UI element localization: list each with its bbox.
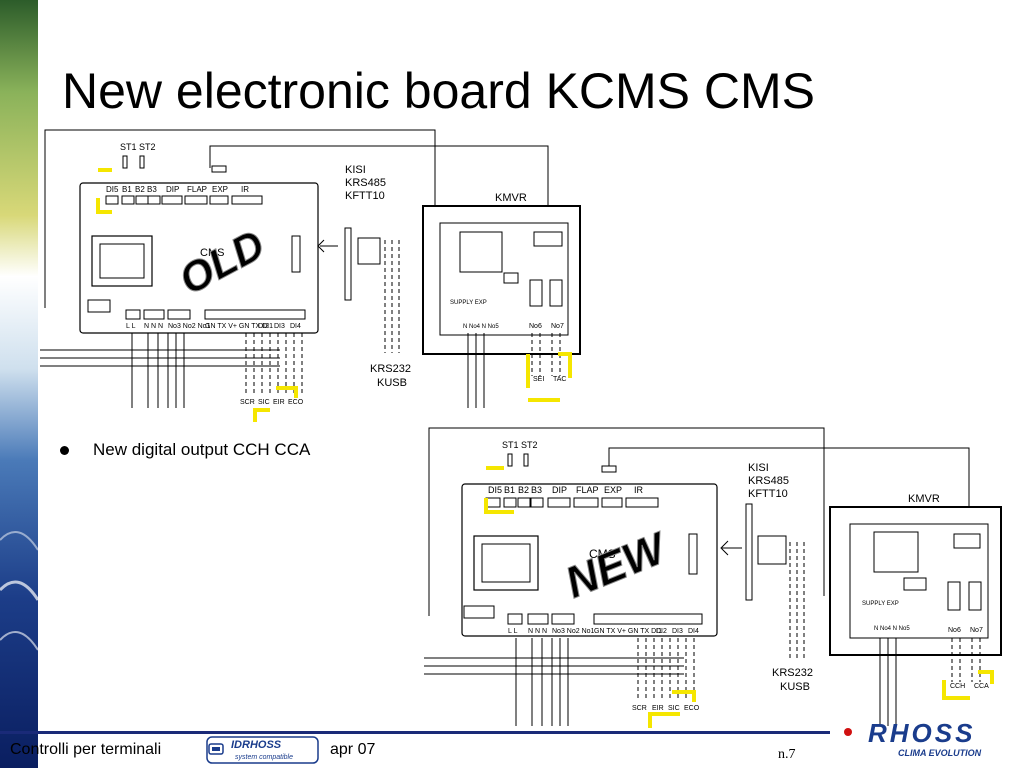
label-kftt10: KFTT10 [748, 488, 788, 500]
bullet-text: New digital output CCH CCA [93, 440, 311, 459]
kmvr-no7: No7 [551, 323, 564, 330]
kmvr-label: KMVR [495, 192, 527, 204]
conn-ir: IR [634, 485, 644, 495]
kmvr-no6: No6 [529, 323, 542, 330]
term-n: N N N [528, 628, 547, 635]
conn-di5: DI5 [488, 485, 502, 495]
input-eco: ECO [288, 399, 304, 406]
slide-title: New electronic board KCMS CMS [62, 63, 816, 119]
input-scr: SCR [240, 399, 255, 406]
conn-flap: FLAP [187, 185, 207, 194]
term-n: N N N [144, 323, 163, 330]
kmvr-no7: No7 [970, 627, 983, 634]
conn-exp: EXP [604, 485, 622, 495]
term-l: L L [508, 628, 518, 635]
term-di4: DI4 [290, 323, 301, 330]
st-labels: ST1 ST2 [502, 440, 538, 450]
kmvr-label: KMVR [908, 493, 940, 505]
conn-b3: B3 [531, 485, 542, 495]
cms-board-old [79, 182, 319, 334]
output-tac: TAC [553, 376, 566, 383]
cms-board-new [461, 483, 718, 637]
label-kusb: KUSB [377, 377, 407, 389]
conn-b1: B1 [504, 485, 515, 495]
term-di3: DI3 [274, 323, 285, 330]
conn-dip: DIP [552, 485, 567, 495]
page-number: n.7 [778, 747, 796, 762]
kmvr-supply: SUPPLY EXP [862, 601, 899, 607]
conn-di5: DI5 [106, 185, 119, 194]
input-eco: ECO [684, 705, 700, 712]
term-gn: GN TX V+ GN TX DI1 [205, 323, 273, 330]
kmvr-supply: SUPPLY EXP [450, 300, 487, 306]
term-gn: GN TX V+ GN TX DI1 [594, 628, 662, 635]
idrhoss-tagline: system compatible [235, 754, 293, 761]
kmvr-no6: No6 [948, 627, 961, 634]
kmvr-inputs: N No4 N No5 [874, 626, 910, 632]
rhoss-red-dot [844, 728, 852, 736]
footer-rule [0, 731, 830, 734]
label-krs485: KRS485 [748, 475, 789, 487]
label-krs232: KRS232 [370, 363, 411, 375]
new-wiring-diagram: ST1 ST2 DI5 B1 B2 B3 DIP FLAP EXP IR CMS… [424, 427, 1002, 728]
cms-label: CMS [200, 247, 224, 259]
st-labels: ST1 ST2 [120, 142, 156, 152]
kmvr-inputs: N No4 N No5 [463, 324, 499, 330]
output-cca: CCA [974, 683, 989, 690]
term-di3: DI3 [672, 628, 683, 635]
output-cch: CCH [950, 683, 965, 690]
idrhoss-logo: IDRHOSS system compatible [206, 736, 319, 764]
decorative-water-strip [0, 0, 38, 768]
term-no: No3 No2 No1 [552, 628, 595, 635]
conn-b2: B2 [135, 185, 145, 194]
input-eir: EIR [652, 705, 664, 712]
conn-dip: DIP [166, 185, 179, 194]
input-eir: EIR [273, 399, 285, 406]
term-l: L L [126, 323, 136, 330]
cms-label: CMS [589, 547, 616, 561]
label-kisi: KISI [345, 164, 366, 176]
term-di2: DI2 [656, 628, 667, 635]
output-sei: SEI [533, 376, 544, 383]
footer-date: apr 07 [330, 741, 376, 758]
conn-b3: B3 [147, 185, 157, 194]
input-sic: SIC [668, 705, 680, 712]
input-scr: SCR [632, 705, 647, 712]
label-kftt10: KFTT10 [345, 190, 385, 202]
label-kusb: KUSB [780, 681, 810, 693]
label-krs485: KRS485 [345, 177, 386, 189]
rhoss-name: RHOSS [868, 718, 975, 748]
conn-b2: B2 [518, 485, 529, 495]
rhoss-tagline: CLIMA EVOLUTION [898, 748, 982, 758]
bullet-item: New digital output CCH CCA [60, 440, 310, 460]
idrhoss-name: IDRHOSS [231, 739, 282, 751]
rhoss-logo: RHOSS CLIMA EVOLUTION [844, 718, 982, 758]
conn-exp: EXP [212, 185, 228, 194]
old-wiring-diagram: ST1 ST2 DI5 B1 B2 B3 DIP FLAP EXP IR CMS… [40, 129, 581, 422]
footer-text: Controlli per terminali [10, 741, 162, 758]
term-no: No3 No2 No1 [168, 323, 211, 330]
bullet-dot [60, 445, 69, 455]
conn-ir: IR [241, 185, 249, 194]
term-di2: DI2 [258, 323, 269, 330]
conn-flap: FLAP [576, 485, 599, 495]
label-kisi: KISI [748, 462, 769, 474]
input-sic: SIC [258, 399, 270, 406]
conn-b1: B1 [122, 185, 132, 194]
label-krs232: KRS232 [772, 667, 813, 679]
term-di4: DI4 [688, 628, 699, 635]
